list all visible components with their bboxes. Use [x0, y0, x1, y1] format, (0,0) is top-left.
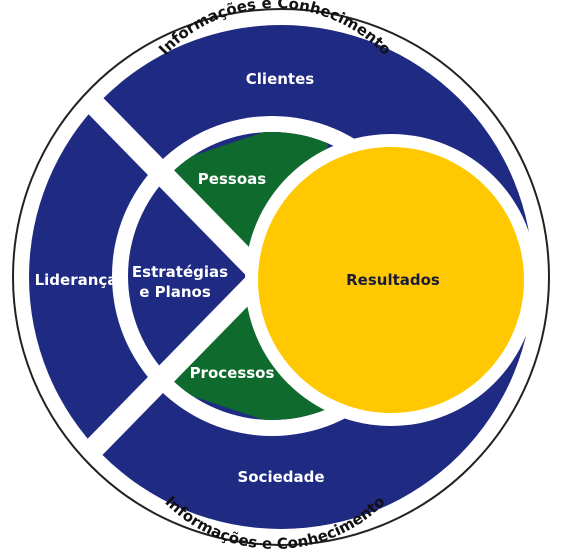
label-estrategias-line1: Estratégias: [132, 263, 228, 281]
label-lideranca: Liderança: [35, 271, 118, 289]
separator-lower: [82, 272, 266, 460]
separator-upper: [82, 92, 266, 280]
label-resultados: Resultados: [346, 271, 440, 289]
label-clientes: Clientes: [246, 70, 314, 88]
label-processos: Processos: [190, 364, 275, 382]
label-pessoas: Pessoas: [198, 170, 266, 188]
label-sociedade: Sociedade: [237, 468, 324, 486]
resultados-circle: [258, 147, 524, 413]
label-estrategias-line2: e Planos: [139, 283, 211, 301]
